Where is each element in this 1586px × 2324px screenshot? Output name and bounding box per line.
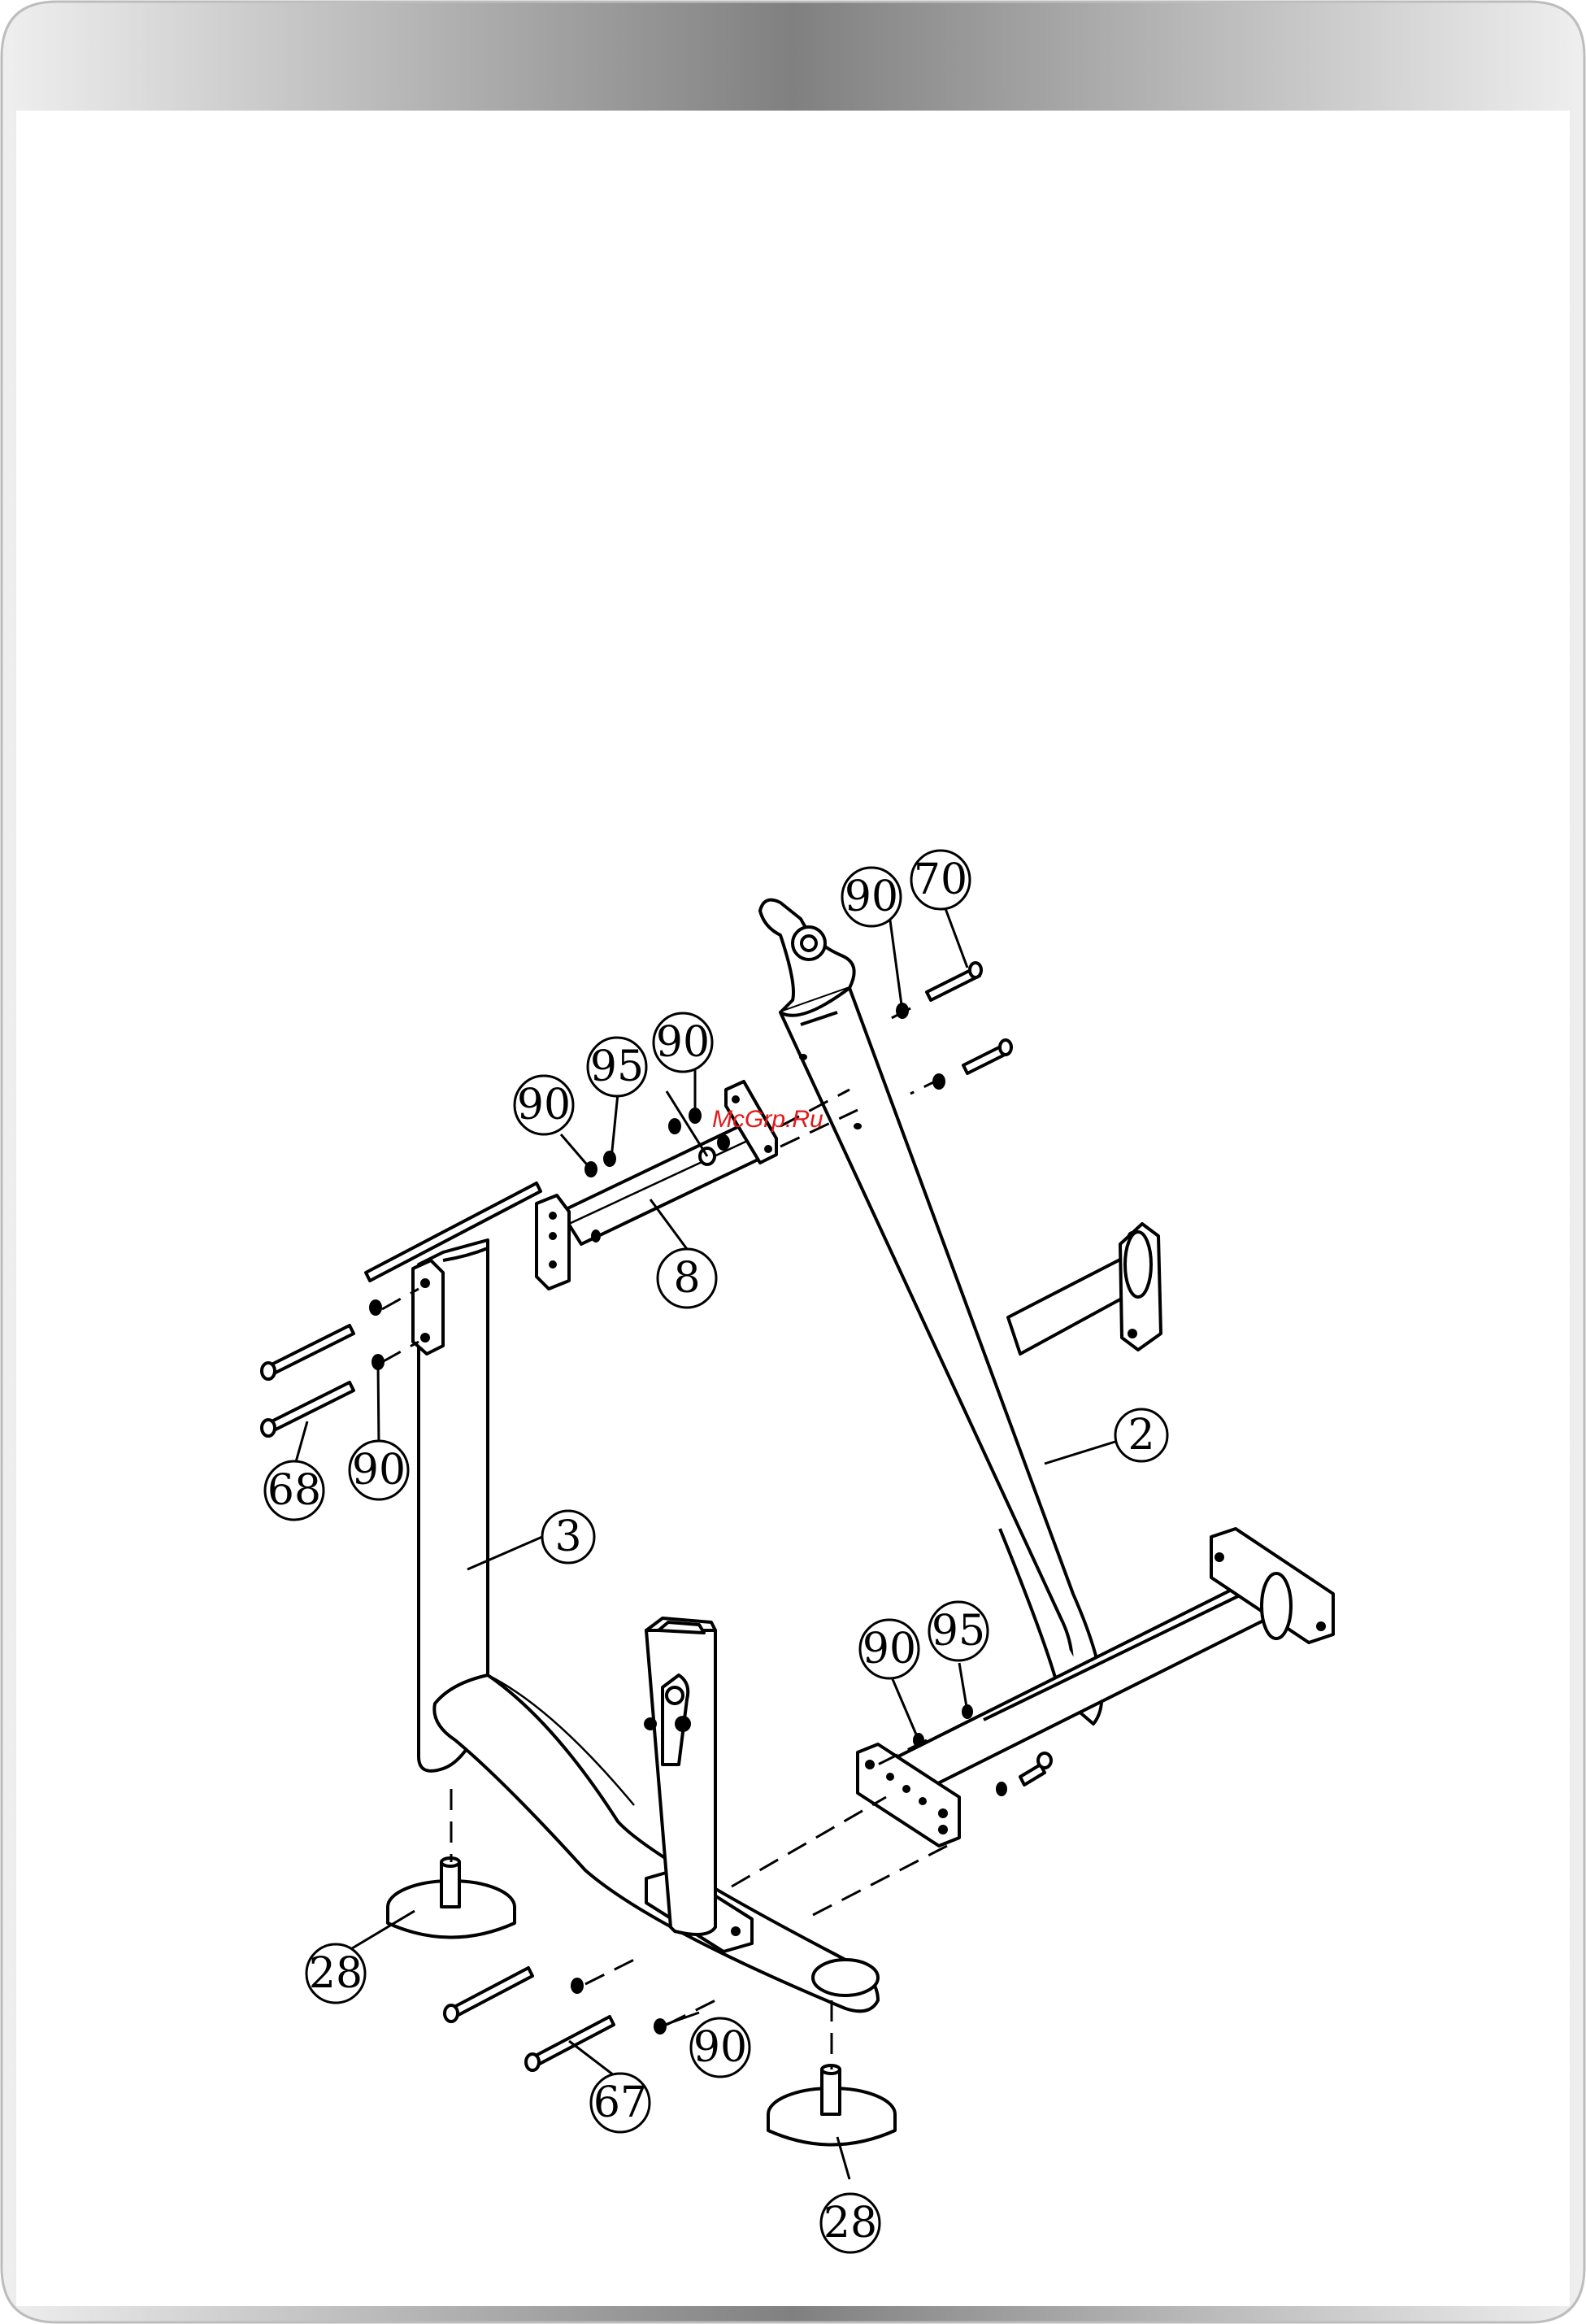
callout-text: 67 <box>593 2078 647 2127</box>
callout-90-top-right: 90 <box>842 868 901 926</box>
callout-text: 28 <box>309 1949 363 1998</box>
callout-text: 2 <box>1128 1411 1154 1460</box>
callout-3: 3 <box>542 1511 594 1563</box>
callout-90-right-mid: 90 <box>860 1620 919 1678</box>
callout-68: 68 <box>265 1461 324 1520</box>
callout-28-left: 28 <box>306 1944 365 2003</box>
callout-70-top-right: 70 <box>911 851 970 909</box>
callout-text: 8 <box>673 1254 700 1303</box>
callout-text: 70 <box>914 855 967 904</box>
callout-90-upper-mid: 90 <box>654 1013 712 1072</box>
callout-2: 2 <box>1115 1409 1167 1461</box>
callout-text: 90 <box>352 1446 406 1495</box>
callout-text: 95 <box>932 1607 985 1656</box>
callout-text: 90 <box>693 2023 747 2072</box>
callout-90-upper-left: 90 <box>515 1076 573 1134</box>
callout-text: 90 <box>517 1081 571 1129</box>
watermark: McGrp.Ru <box>712 1106 823 1133</box>
callout-90-left: 90 <box>350 1441 408 1499</box>
callout-text: 68 <box>267 1466 321 1515</box>
callout-text: 95 <box>590 1042 644 1091</box>
callout-90-bottom: 90 <box>691 2018 750 2077</box>
callout-text: 3 <box>554 1512 581 1561</box>
callout-8: 8 <box>658 1249 716 1308</box>
callout-67: 67 <box>591 2074 650 2132</box>
callout-text: 90 <box>863 1625 916 1673</box>
callout-text: 90 <box>656 1018 710 1067</box>
callout-text: 90 <box>845 873 898 921</box>
callout-95-upper: 95 <box>588 1038 646 1096</box>
callout-text: 28 <box>823 2199 877 2248</box>
callout-28-bottom: 28 <box>821 2194 880 2252</box>
callout-95-right-mid: 95 <box>929 1602 988 1660</box>
